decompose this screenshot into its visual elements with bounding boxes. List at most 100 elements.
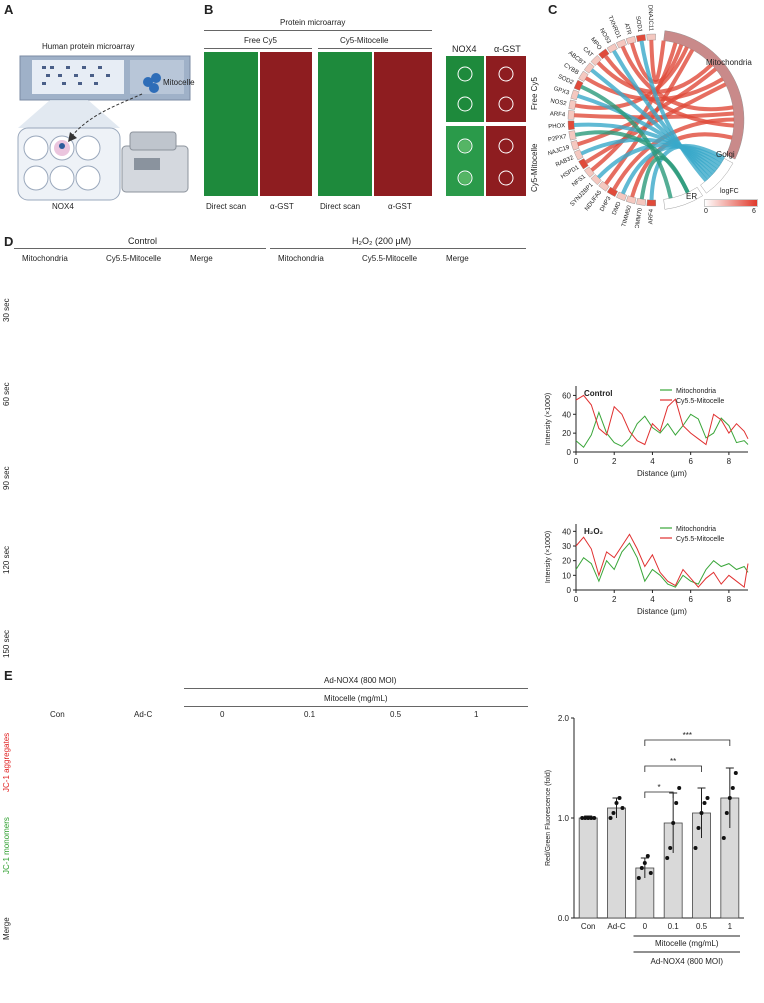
h2o2-header: H₂O₂ (200 μM)	[352, 236, 412, 246]
series-line	[575, 394, 749, 446]
legend-entry: Cy5.5-Mitocelle	[676, 536, 724, 543]
gene-segment	[568, 130, 577, 141]
chord	[596, 143, 722, 179]
panel-label-b: B	[204, 2, 214, 17]
gene-segment	[625, 35, 637, 45]
panel-d-row-label: 150 sec	[2, 629, 11, 658]
gene-segment	[584, 166, 595, 178]
gene-label: MPO	[589, 37, 602, 52]
panel-a-illustration: Human protein microarray Mit	[10, 18, 200, 211]
y-axis-label: Red/Green Fluorescence (fold)	[545, 770, 552, 866]
data-point	[636, 876, 641, 880]
significance-bracket	[644, 739, 731, 746]
y-tick-label: 60	[562, 391, 571, 400]
bar	[607, 807, 626, 919]
legend-entry: Mitochondria	[676, 526, 716, 533]
agst-label-1: α-GST	[270, 202, 294, 211]
panel-d-row-label: 30 sec	[2, 298, 11, 322]
data-point	[671, 821, 676, 825]
direct-scan-label-1: Direct scan	[206, 202, 247, 211]
gene-segment	[578, 158, 589, 170]
gene-segment	[570, 140, 580, 151]
panel-label-d: D	[4, 234, 14, 249]
panel-e-col-header: Con	[50, 710, 65, 719]
zoom-col-agst: α-GST	[494, 44, 521, 54]
y-tick-label: 40	[562, 410, 571, 419]
zoom-row-free-cy5: Free Cy5	[530, 77, 539, 110]
panel-e-col-header: 0.5	[390, 710, 402, 719]
chord-group-mitochondria: Mitochondria	[706, 58, 752, 67]
y-tick-label: 20	[562, 557, 571, 566]
chord	[580, 84, 673, 199]
scale-bar	[506, 652, 518, 654]
data-point	[583, 816, 588, 820]
y-tick-label: 20	[562, 429, 571, 438]
x-tick-label: 0.5	[696, 922, 708, 931]
data-point	[677, 786, 682, 790]
y-tick-label: 2.0	[558, 714, 570, 723]
chart-title: H₂O₂	[584, 527, 604, 536]
data-point	[668, 846, 673, 850]
y-tick-label: 0.0	[558, 914, 570, 923]
array-free-agst	[260, 52, 312, 196]
chord	[590, 68, 713, 178]
direct-scan-label-2: Direct scan	[320, 202, 361, 211]
gene-label: ATR	[623, 23, 632, 36]
gene-label: NFS1	[571, 174, 587, 189]
gene-label: GPX3	[553, 86, 571, 97]
chord	[620, 144, 724, 195]
gene-label: P2PX7	[548, 134, 568, 143]
gene-label: TOMM70	[634, 207, 644, 228]
data-point	[580, 816, 585, 820]
chord	[577, 67, 717, 147]
microarray-diagram	[17, 55, 191, 201]
zoom-array	[446, 56, 526, 196]
data-point	[724, 811, 729, 815]
data-point	[665, 856, 670, 860]
zoom-row-cy5-mitocelle: Cy5-Mitocelle	[530, 143, 539, 192]
y-axis-label: Intensity (×1000)	[545, 531, 552, 583]
y-tick-label: 1.0	[558, 814, 570, 823]
x-tick-label: 0	[574, 595, 579, 604]
gene-label: TIMM50	[621, 204, 633, 227]
gene-segment	[606, 43, 618, 54]
significance-mark: *	[657, 783, 660, 792]
panel-e-row-label: Merge	[2, 917, 11, 940]
x-tick-label: Con	[581, 922, 596, 931]
gene-label: ARF4	[648, 208, 654, 224]
array-free-direct-scan	[204, 52, 258, 196]
panel-d-col-header: Merge	[190, 254, 213, 263]
significance-bracket	[644, 765, 702, 772]
legend-entry: Cy5.5-Mitocelle	[676, 398, 724, 405]
group-arc-er	[663, 187, 703, 210]
data-point	[617, 796, 622, 800]
data-point	[727, 796, 732, 800]
panel-label-a: A	[4, 2, 14, 17]
y-tick-label: 10	[562, 571, 571, 580]
logfc-min: 0	[704, 208, 708, 215]
gene-label: SOD2	[557, 74, 575, 87]
panel-d-col-header: Merge	[446, 254, 469, 263]
gene-segment	[573, 79, 584, 91]
cy5-mitocelle-header: Cy5-Mitocelle	[340, 36, 389, 45]
gene-segment	[598, 48, 610, 60]
gene-segment	[646, 199, 656, 207]
gene-segment	[567, 110, 575, 120]
gene-segment	[578, 70, 589, 82]
x-tick-label: 6	[688, 457, 693, 466]
chord	[574, 122, 718, 172]
gene-segment	[583, 62, 595, 74]
free-cy5-header: Free Cy5	[244, 36, 277, 45]
array-mito-agst	[374, 52, 432, 196]
ad-nox4-header: Ad-NOX4 (800 MOI)	[324, 676, 397, 685]
chart-title: Control	[584, 389, 612, 398]
chord	[649, 143, 726, 201]
gene-segment	[606, 186, 618, 197]
chord	[639, 40, 708, 182]
panel-e-col-header: Ad-C	[134, 710, 153, 719]
data-point	[648, 871, 653, 875]
gene-label: NOS2	[550, 98, 568, 107]
data-point	[586, 816, 591, 820]
significance-mark: ***	[683, 731, 692, 740]
